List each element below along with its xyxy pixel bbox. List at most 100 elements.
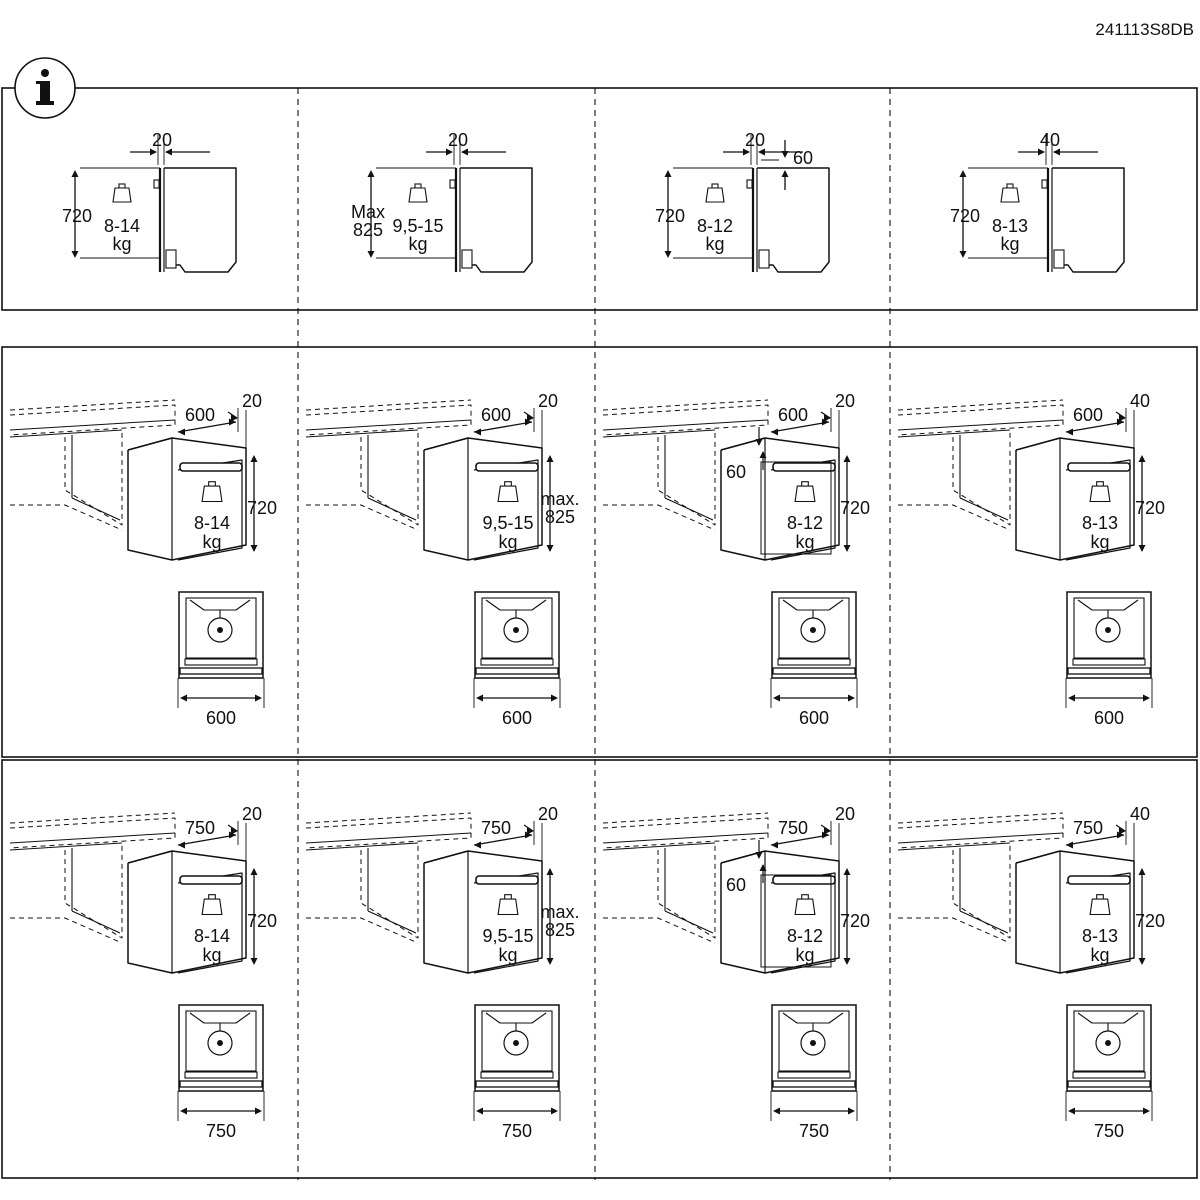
top-gap-head-up [781, 170, 789, 177]
spray-arm-hub [217, 627, 223, 633]
info-icon-dot [41, 69, 49, 77]
height-dimension-head-top [546, 868, 554, 875]
worktop-solid-edge [897, 429, 1011, 438]
worktop-back-dashed [602, 812, 769, 824]
weight-label: 9,5-15 [482, 513, 533, 533]
gap-head-left [1038, 148, 1045, 156]
plinth-dashed [10, 504, 123, 531]
cabinet-silhouette [757, 167, 830, 273]
weight-icon-knob [208, 894, 216, 900]
depth-head-left [1066, 428, 1073, 436]
appliance-body [127, 850, 247, 974]
top-back-edge [1015, 437, 1061, 451]
weight-icon [794, 894, 816, 916]
gap-head [824, 827, 831, 835]
worktop-dashed [305, 817, 472, 849]
front-inner [185, 1010, 257, 1072]
depth-head-left [178, 428, 185, 436]
depth-dimension [177, 834, 237, 846]
worktop-solid-edge [897, 842, 1011, 851]
door-handle [179, 875, 243, 885]
top-back-edge [423, 850, 469, 864]
worktop-back-dashed [305, 399, 472, 411]
plinth-dashed [898, 504, 1011, 531]
weight-icon-body [201, 485, 223, 503]
gap-label: 20 [242, 391, 262, 411]
front-inner [1073, 1010, 1145, 1072]
door-handle [475, 462, 539, 472]
depth-label: 600 [778, 405, 808, 425]
weight-label: 8-14 [194, 513, 230, 533]
cabinet-left-dashed [64, 430, 123, 526]
gap-head [1119, 414, 1126, 422]
gap-label: 20 [242, 804, 262, 824]
width-dimension-head-left [1068, 1107, 1075, 1115]
weight-label: 8-14 [104, 216, 140, 236]
top-gap-label: 60 [793, 148, 813, 168]
spray-arm-hub [1105, 627, 1111, 633]
height-dimension-head-top [843, 455, 851, 462]
height-label: max.825 [540, 902, 579, 940]
gap-label: 20 [835, 391, 855, 411]
cabinet-left-dashed [657, 843, 716, 939]
info-panel-frame [1, 87, 1198, 311]
weight-icon-knob [1096, 481, 1104, 487]
door-outline-dashed [760, 874, 832, 968]
height-dimension-head-bottom [367, 251, 375, 258]
weight-icon [1000, 183, 1020, 203]
worktop-dashed [305, 404, 472, 436]
weight-icon-knob [1096, 894, 1104, 900]
width-dimension-head-right [551, 694, 558, 702]
weight-unit-label: kg [408, 234, 427, 254]
cabinet-floor [959, 910, 1009, 934]
info-icon-serif [36, 81, 44, 84]
cabinet-left-dashed [64, 843, 123, 939]
weight-icon-body [408, 187, 428, 203]
height-dimension-head-top [546, 455, 554, 462]
gap-head-left [446, 148, 453, 156]
gap-head-right [758, 148, 765, 156]
front-view: 600 [1065, 591, 1153, 728]
height-dimension-head-bottom [1138, 545, 1146, 552]
cabinet-left-dashed [952, 430, 1011, 526]
foot-mark [461, 249, 473, 269]
height-label: 720 [1135, 911, 1165, 931]
top-back-edge [127, 437, 173, 451]
weight-label: 8-12 [787, 926, 823, 946]
gap-label: 40 [1130, 391, 1150, 411]
gap-head [231, 414, 238, 422]
top-gap-head-up [759, 451, 767, 458]
gap-label: 20 [835, 804, 855, 824]
depth-label: 750 [1073, 818, 1103, 838]
front-inner [778, 1010, 850, 1072]
weight-icon [201, 481, 223, 503]
weight-icon-knob [504, 481, 512, 487]
depth-head-left [474, 841, 481, 849]
height-dimension-head-bottom [664, 251, 672, 258]
weight-icon [112, 183, 132, 203]
door-handle [772, 462, 836, 472]
front-inner [778, 597, 850, 659]
appliance-body [423, 437, 543, 561]
worktop-back-dashed [9, 812, 176, 824]
height-label: 720 [62, 206, 92, 226]
appliance-body [720, 850, 840, 974]
depth-head-right [822, 418, 829, 426]
weight-label: 9,5-15 [392, 216, 443, 236]
weight-icon [1089, 481, 1111, 503]
worktop-dashed [602, 817, 769, 849]
depth-head-left [474, 428, 481, 436]
weight-label: 9,5-15 [482, 926, 533, 946]
depth-label: 600 [481, 405, 511, 425]
weight-label: 8-13 [1082, 513, 1118, 533]
width-dimension-head-left [773, 1107, 780, 1115]
spray-arm-hub [513, 627, 519, 633]
front-view: 600 [770, 591, 858, 728]
weight-unit-label: kg [498, 945, 517, 965]
cabinet-floor [959, 497, 1009, 521]
height-dimension-head-bottom [959, 251, 967, 258]
width-label: 600 [206, 708, 236, 728]
weight-unit-label: kg [1090, 532, 1109, 552]
width-dimension-head-right [255, 694, 262, 702]
worktop-back-dashed [305, 812, 472, 824]
